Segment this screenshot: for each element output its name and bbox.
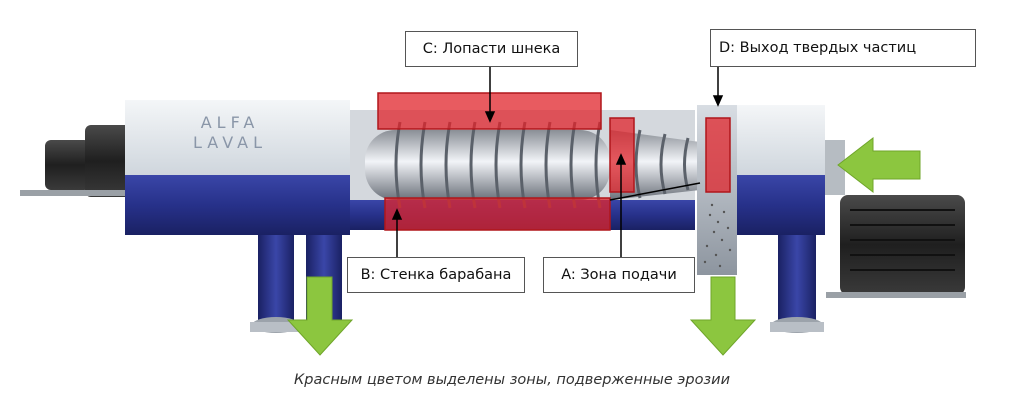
zone-a-feed-zone bbox=[609, 117, 635, 193]
right-leg bbox=[770, 225, 824, 333]
left-outlet-arrow-icon bbox=[286, 276, 354, 356]
figure-caption: Красным цветом выделены зоны, подверженн… bbox=[294, 372, 730, 388]
label-d-solids-outlet: D: Выход твердых частиц bbox=[710, 29, 976, 67]
logo-icon: ALFA LAVAL bbox=[193, 113, 267, 152]
callout-pointers bbox=[391, 67, 724, 257]
zone-b-bowl-wall bbox=[384, 197, 611, 231]
label-a-feed-zone: A: Зона подачи bbox=[543, 257, 695, 293]
right-outlet-arrow-icon bbox=[689, 276, 757, 356]
left-motor-icon bbox=[20, 125, 135, 197]
logo-line1: ALFA bbox=[201, 113, 260, 132]
logo-line2: LAVAL bbox=[193, 133, 267, 152]
inlet-arrow-icon bbox=[837, 136, 921, 194]
right-motor-icon bbox=[825, 140, 966, 298]
label-b-bowl-wall: B: Стенка барабана bbox=[347, 257, 525, 293]
solids-particles bbox=[703, 203, 732, 268]
label-c-screw-flights: C: Лопасти шнека bbox=[405, 31, 578, 67]
zone-d-solids-outlet bbox=[705, 117, 731, 193]
